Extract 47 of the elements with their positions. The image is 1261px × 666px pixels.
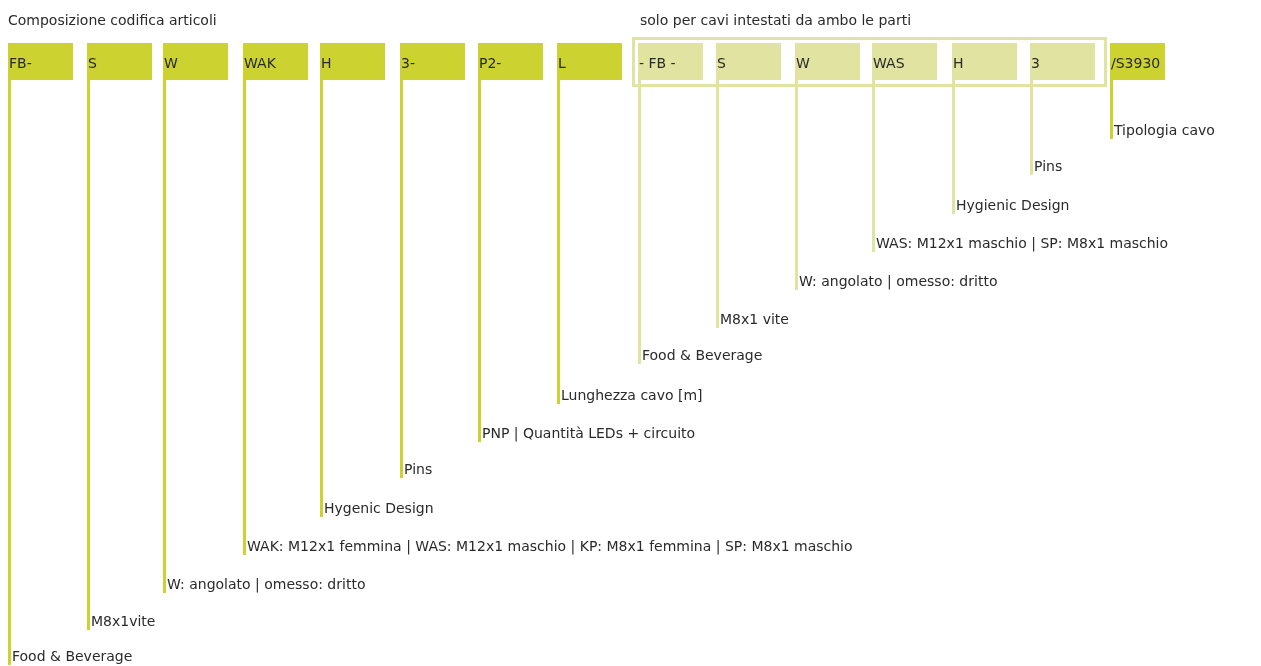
description-text: M8x1vite (91, 612, 156, 630)
description-text: Hygienic Design (956, 196, 1070, 214)
description-text: Food & Beverage (642, 346, 763, 364)
code-segment: S (716, 43, 781, 80)
leader-line (952, 80, 955, 214)
leader-line (163, 80, 166, 593)
description-text: M8x1 vite (720, 310, 789, 328)
description-text: W: angolato | omesso: dritto (799, 272, 998, 290)
code-segment: 3 (1030, 43, 1095, 80)
leader-line (1030, 80, 1033, 175)
leader-line (8, 80, 11, 665)
leader-line (557, 80, 560, 404)
diagram-title: Composizione codifica articoli (8, 11, 217, 29)
leader-line (87, 80, 90, 630)
code-segment: H (320, 43, 385, 80)
code-segment: H (952, 43, 1017, 80)
leader-line (795, 80, 798, 290)
leader-line (638, 80, 641, 364)
description-text: WAS: M12x1 maschio | SP: M8x1 maschio (876, 234, 1169, 252)
description-text: W: angolato | omesso: dritto (167, 575, 366, 593)
leader-line (1110, 80, 1113, 139)
description-text: Lunghezza cavo [m] (561, 386, 703, 404)
leader-line (716, 80, 719, 328)
code-segment: P2- (478, 43, 543, 80)
code-segment: L (557, 43, 622, 80)
description-text: Pins (1034, 157, 1063, 175)
code-segment: /S3930 (1110, 43, 1165, 80)
description-text: PNP | Quantità LEDs + circuito (482, 424, 696, 442)
description-text: Hygenic Design (324, 499, 434, 517)
leader-line (400, 80, 403, 478)
description-text: Food & Beverage (12, 647, 133, 665)
description-text: WAK: M12x1 femmina | WAS: M12x1 maschio | KP: M8x1 femmina | SP: M8x1 maschio (247, 537, 853, 555)
code-segment: WAK (243, 43, 308, 80)
group-heading: solo per cavi intestati da ambo le parti (640, 11, 912, 29)
code-segment: S (87, 43, 152, 80)
code-segment: - FB - (638, 43, 703, 80)
code-segment: W (163, 43, 228, 80)
code-segment: 3- (400, 43, 465, 80)
description-text: Pins (404, 460, 433, 478)
code-segment: W (795, 43, 860, 80)
leader-line (320, 80, 323, 517)
leader-line (872, 80, 875, 252)
leader-line (243, 80, 246, 555)
code-segment: WAS (872, 43, 937, 80)
leader-line (478, 80, 481, 442)
description-text: Tipologia cavo (1114, 121, 1215, 139)
code-segment: FB- (8, 43, 73, 80)
